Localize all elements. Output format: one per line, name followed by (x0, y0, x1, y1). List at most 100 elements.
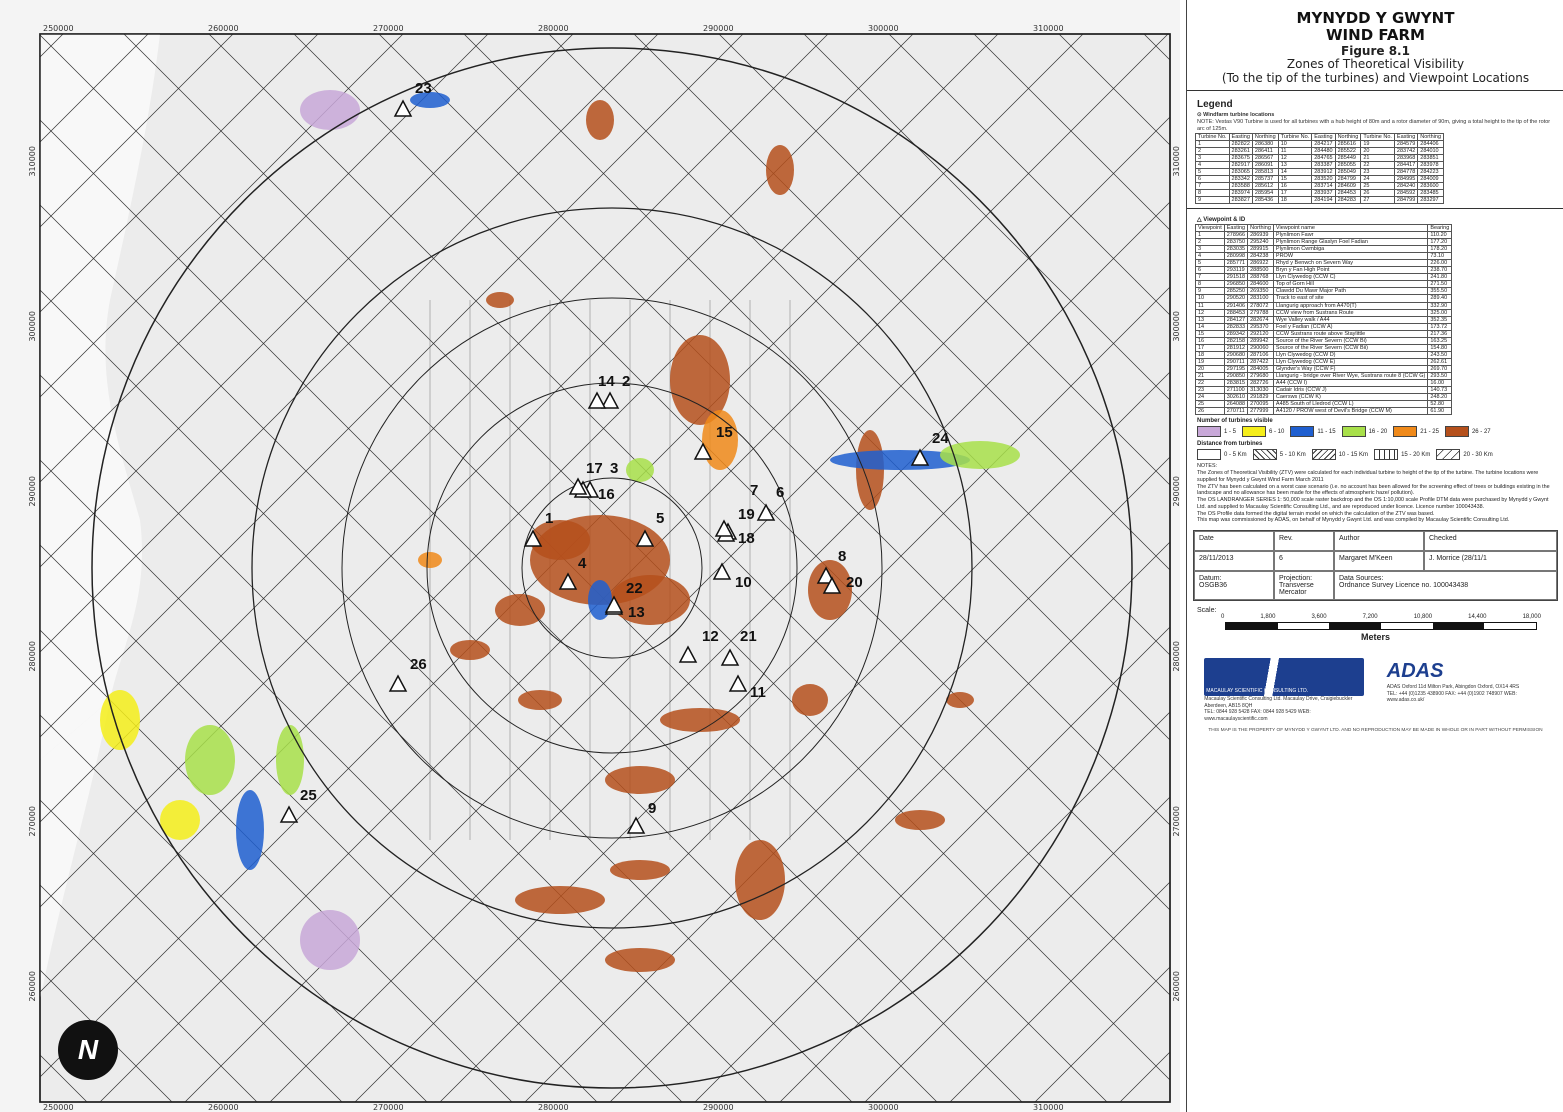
viewpoint-label: 2 (622, 373, 631, 390)
author-label: Author (1334, 531, 1424, 551)
viewpoint-label: 26 (410, 656, 427, 673)
northing-tick-right: 300000 (1172, 311, 1180, 342)
viewpoint-triangle-icon[interactable] (635, 529, 655, 547)
viewpoint-label: 17 (586, 460, 603, 477)
scale-tick: 7,200 (1362, 614, 1378, 620)
easting-tick-top: 300000 (868, 24, 899, 33)
viewpoint-label: 16 (598, 486, 615, 503)
distance-swatch: 10 - 15 Km (1311, 449, 1368, 461)
viewpoint-label: 3 (610, 460, 619, 477)
viewpoint-triangle-icon[interactable] (604, 595, 624, 613)
viewpoint-triangle-icon[interactable] (393, 99, 413, 117)
distance-swatch: 0 - 5 Km (1197, 449, 1247, 461)
easting-tick-top: 310000 (1033, 24, 1064, 33)
rev-label: Rev. (1274, 531, 1334, 551)
viewpoint-triangle-icon[interactable] (712, 562, 732, 580)
table-header: Bearing (1427, 223, 1453, 233)
table-header: Northing (1417, 132, 1445, 141)
viewpoint-triangle-icon[interactable] (728, 674, 748, 692)
projection-cell: Projection:Transverse Mercator (1274, 571, 1334, 600)
easting-tick-bottom: 270000 (373, 1103, 404, 1112)
macaulay-logo: MACAULAY SCIENTIFIC CONSULTING LTD. Maca… (1204, 658, 1365, 722)
viewpoint-label: 14 (598, 373, 615, 390)
note-paragraph: The Zones of Theoretical Visibility (ZTV… (1197, 470, 1539, 483)
viewpoint-triangle-icon[interactable] (600, 391, 620, 409)
viewpoint-triangle-icon[interactable] (822, 576, 842, 594)
viewpoint-triangle-icon[interactable] (693, 442, 713, 460)
date-value: 28/11/2013 (1194, 551, 1274, 571)
table-header: Viewpoint (1195, 223, 1225, 233)
table-header: Easting (1223, 223, 1249, 233)
viewpoint-triangle-icon[interactable] (720, 648, 740, 666)
viewpoint-triangle-icon[interactable] (587, 391, 607, 409)
easting-tick-top: 290000 (703, 24, 734, 33)
northing-tick-left: 300000 (28, 311, 37, 342)
viewpoint-triangle-icon[interactable] (558, 572, 578, 590)
viewpoint-triangle-icon[interactable] (388, 674, 408, 692)
easting-tick-top: 260000 (208, 24, 239, 33)
scale-tick: 14,400 (1468, 614, 1487, 620)
viewpoint-label: 1 (545, 510, 554, 527)
adas-logo-icon: ADAS (1386, 660, 1444, 682)
legend-heading: Legend (1197, 98, 1233, 110)
distance-swatch: 15 - 20 Km (1374, 449, 1430, 461)
table-header: Northing (1251, 132, 1279, 141)
scale-tick: 10,800 (1413, 614, 1433, 620)
table-header: Turbine No. (1360, 132, 1395, 141)
viewpoint-label: 7 (750, 482, 759, 499)
macaulay-logo-icon: MACAULAY SCIENTIFIC CONSULTING LTD. (1204, 658, 1365, 696)
viewpoint-triangle-icon[interactable] (756, 503, 776, 521)
viewpoint-triangle-icon[interactable] (279, 805, 299, 823)
northing-tick-right: 280000 (1172, 641, 1180, 672)
title-block: MYNYDD Y GWYNT WIND FARM Figure 8.1 Zone… (1187, 0, 1563, 86)
scale-tick: 3,600 (1311, 614, 1327, 620)
date-label: Date (1194, 531, 1274, 551)
title-line-2: WIND FARM (1326, 26, 1425, 45)
viewpoint-heading: △ Viewpoint & ID (1197, 216, 1246, 223)
viewpoint-triangle-icon[interactable] (910, 448, 930, 466)
viewpoint-triangle-icon[interactable] (568, 477, 588, 495)
table-header: Northing (1247, 223, 1274, 233)
zvt-map-canvas (39, 33, 1171, 1103)
legend-swatch: 11 - 15 (1290, 426, 1336, 438)
viewpoint-triangle-icon[interactable] (523, 529, 543, 547)
viewpoint-triangle-icon[interactable] (626, 816, 646, 834)
northing-tick-left: 310000 (28, 146, 37, 177)
legend-swatch: 21 - 25 (1393, 426, 1439, 438)
note-paragraph: This map was commissioned by ADAS, on be… (1197, 517, 1510, 524)
viewpoint-label: 6 (776, 484, 785, 501)
legend-swatch: 26 - 27 (1444, 426, 1491, 438)
note-paragraph: The OS Profile data formed the digital t… (1197, 510, 1435, 517)
easting-tick-top: 280000 (538, 24, 569, 33)
checked-value: J. Morrice (28/11/1 (1424, 551, 1557, 571)
table-header: Easting (1228, 132, 1253, 141)
macaulay-address: Macaulay Scientific Consulting Ltd. Maca… (1204, 696, 1353, 709)
viewpoint-triangle-icon[interactable] (816, 566, 836, 584)
viewpoint-label: 4 (578, 555, 587, 572)
turbine-note: NOTE: Vestas V90 Turbine is used for all… (1197, 118, 1551, 132)
viewpoint-label: 21 (740, 628, 757, 645)
viewpoint-triangle-icon[interactable] (714, 519, 734, 537)
footer-note: THIS MAP IS THE PROPERTY OF MYNYDD Y GWY… (1208, 728, 1543, 733)
notes-heading: NOTES: (1197, 463, 1218, 470)
distance-swatch: 20 - 30 Km (1436, 449, 1493, 461)
macaulay-contact: TEL: 0844 928 5428 FAX: 0844 928 5429 WE… (1204, 709, 1311, 722)
viewpoint-triangle-icon[interactable] (678, 645, 698, 663)
